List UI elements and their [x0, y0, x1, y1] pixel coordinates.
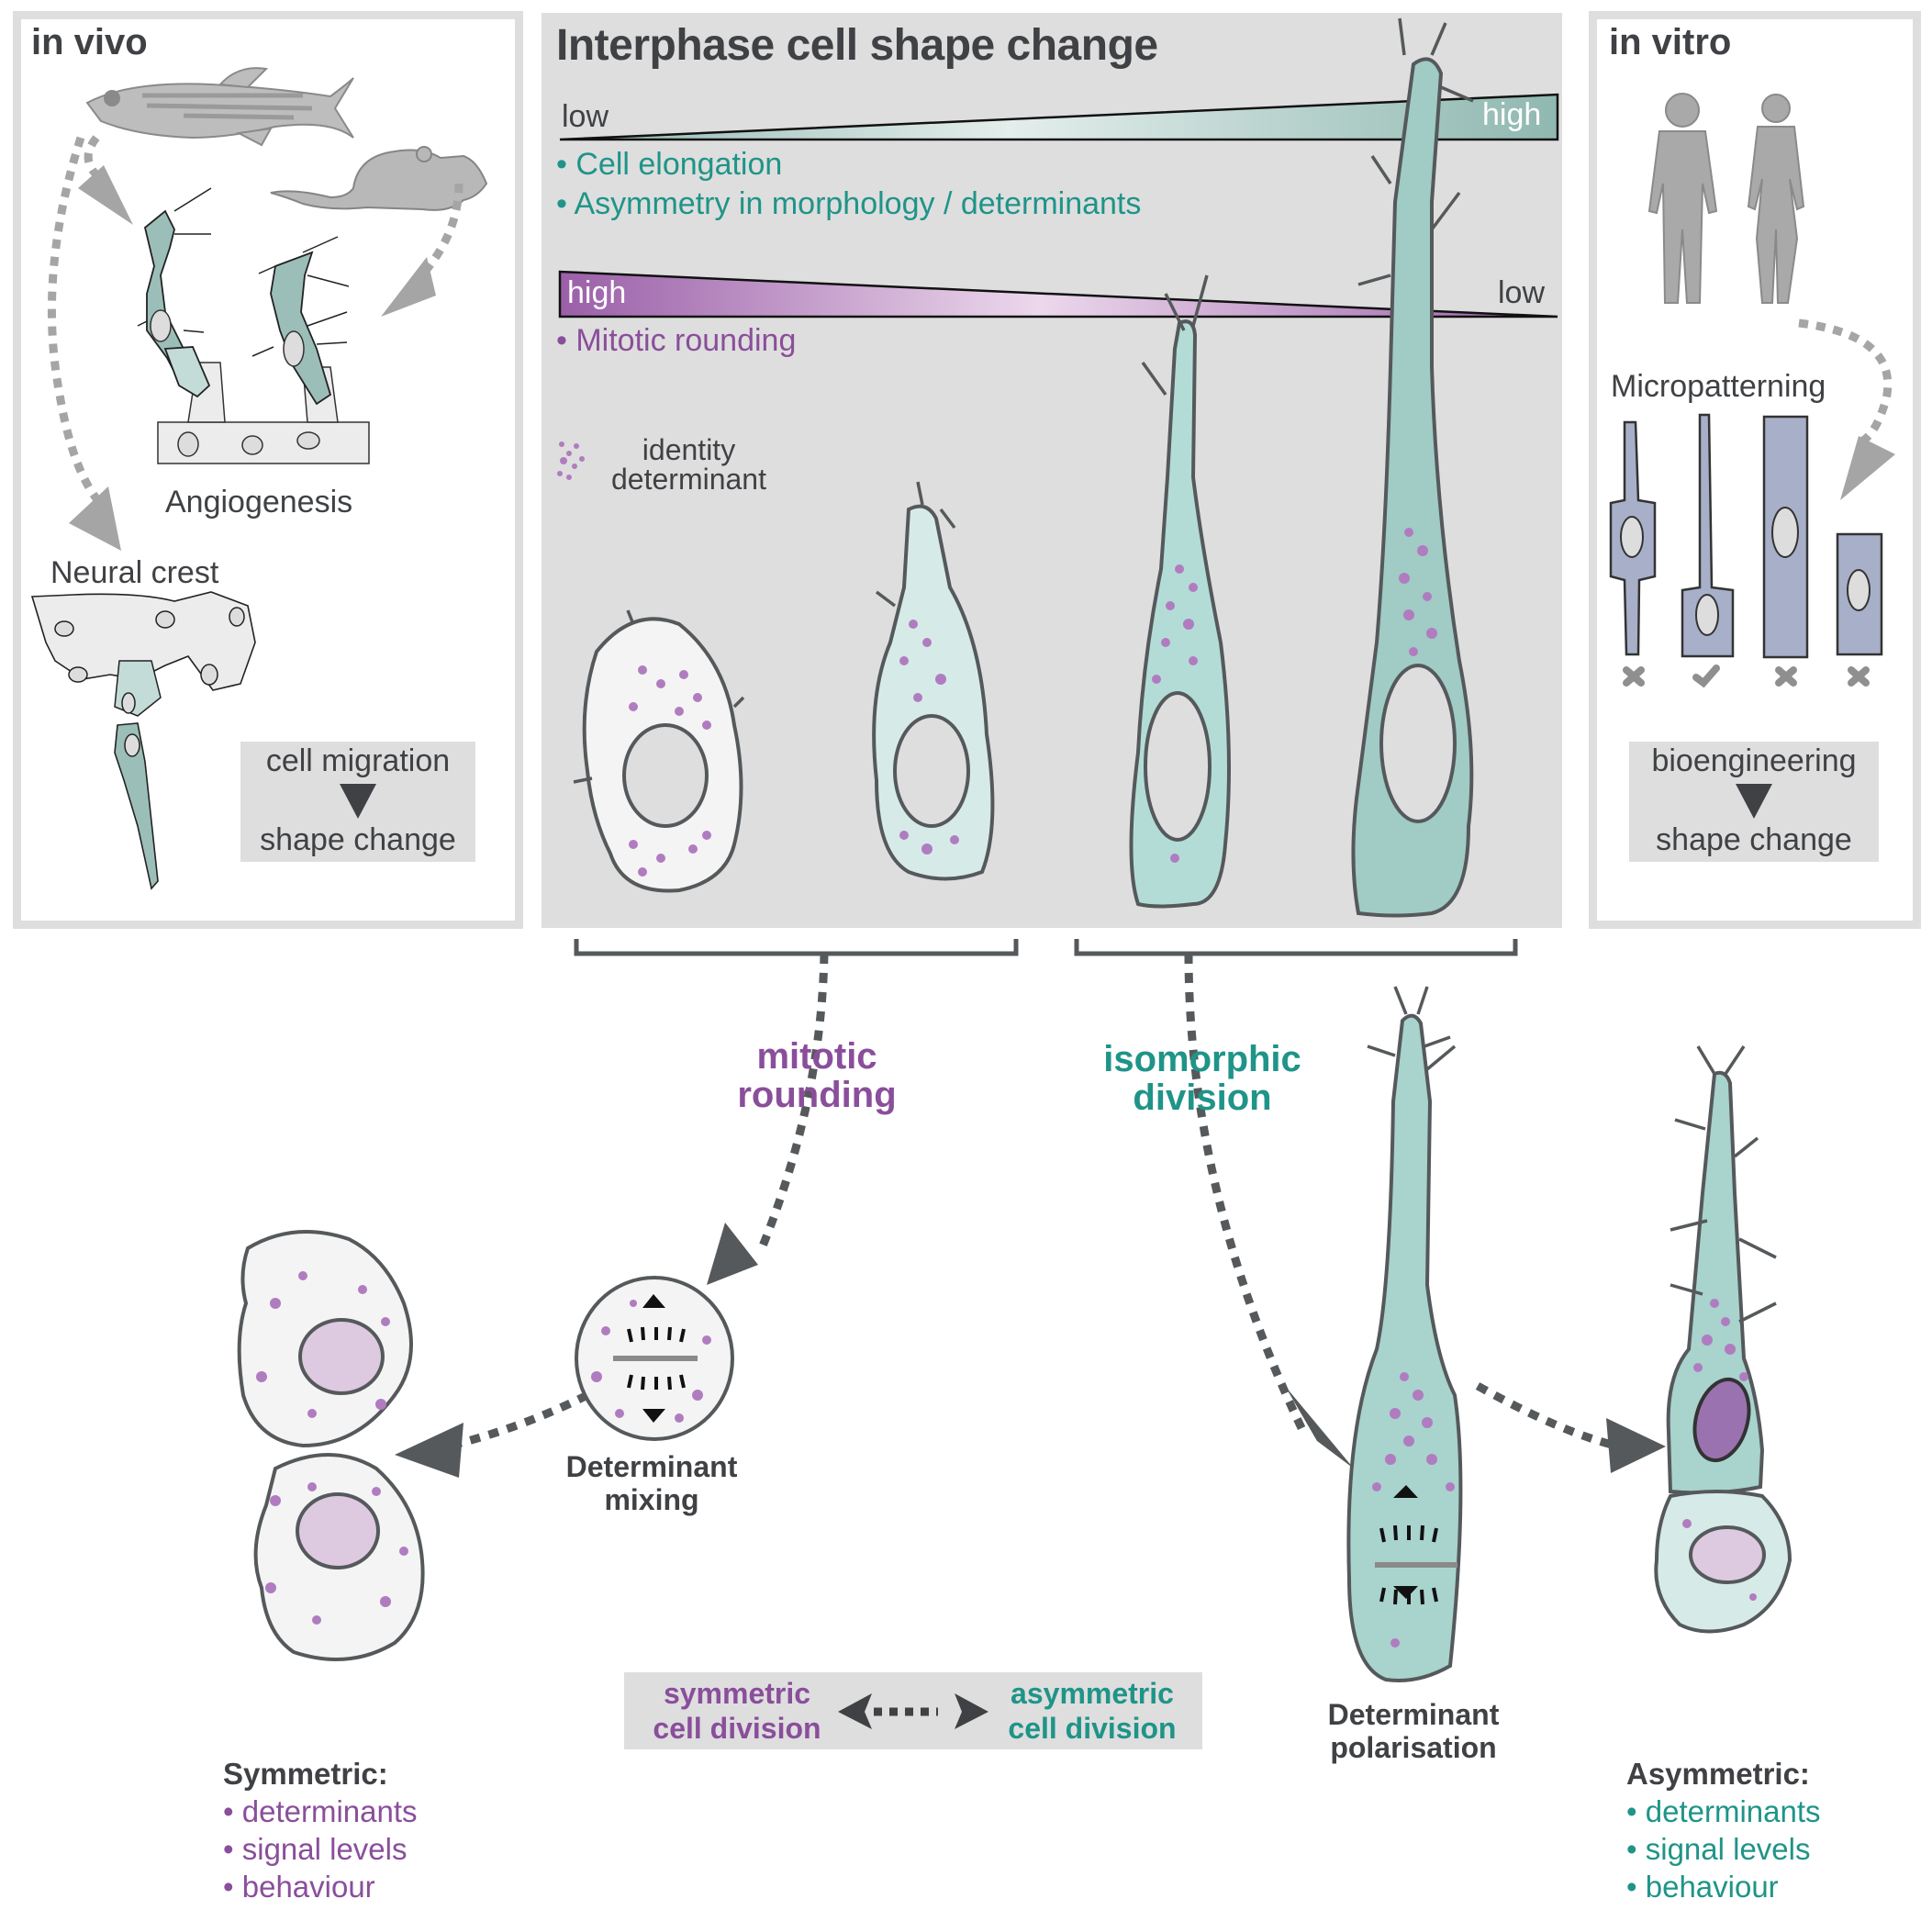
identity-determinant-legend: identity determinant	[611, 433, 766, 496]
interphase-title: Interphase cell shape change	[556, 21, 1158, 70]
double-arrow-icon	[838, 1693, 988, 1729]
asymmetric-outcome: Asymmetric: • determinants • signal leve…	[1626, 1757, 1821, 1904]
division-type-box: symmetric cell division asymmetric cell …	[624, 1672, 1202, 1749]
symmetric-outcome: Symmetric: • determinants • signal level…	[223, 1757, 418, 1904]
arrow-to-isomorphic-division	[1184, 953, 1354, 1469]
cross-icon	[1775, 666, 1797, 687]
cell-elongated	[1129, 319, 1231, 909]
rounding-high-label: high	[567, 275, 627, 310]
arrow-to-asymmetric-daughters	[1475, 1382, 1666, 1473]
symmetric-daughter-cells	[237, 1230, 425, 1661]
arrow-to-mitotic-rounding	[707, 953, 829, 1285]
rounding-gradient-bar	[558, 270, 1558, 318]
shape-change-text: shape change	[1656, 821, 1852, 857]
mitotic-cell	[575, 1276, 734, 1441]
in-vitro-title: in vitro	[1609, 22, 1732, 62]
arrow-humans-to-micropatterns	[1798, 318, 1895, 500]
micropatterning-label: Micropatterning	[1611, 369, 1826, 404]
arrow-fish-to-angiogenesis	[78, 135, 133, 225]
bioengineering-box: bioengineering shape change	[1629, 742, 1879, 863]
mouse-icon	[270, 146, 488, 211]
arrow-to-symmetric-daughters	[395, 1391, 590, 1478]
determinant-mixing-label: Determinant mixing	[565, 1450, 738, 1516]
determinant-polarisation-label: Determinant polarisation	[1327, 1698, 1500, 1764]
bioengineering-text: bioengineering	[1651, 743, 1857, 778]
human-figures-icon	[1647, 93, 1805, 304]
identity-determinant-legend-icon	[557, 441, 585, 480]
mitotic-rounding-label: mitotic rounding	[737, 1036, 897, 1115]
arrow-mouse-to-angiogenesis	[381, 183, 463, 317]
determinant-dots-center	[629, 528, 1437, 877]
rounding-low-label: low	[1498, 275, 1546, 310]
shape-change-text: shape change	[260, 821, 456, 857]
cell-slightly-elongated	[872, 504, 995, 881]
bracket-right	[1074, 939, 1518, 956]
micropattern-shapes	[1609, 413, 1883, 659]
cell-migration-text: cell migration	[265, 743, 451, 778]
in-vivo-title: in vivo	[31, 22, 148, 62]
angiogenesis-illustration	[137, 187, 370, 464]
arrow-fish-to-neural-crest	[47, 136, 121, 551]
down-arrow-icon	[340, 783, 376, 819]
bracket-left	[574, 939, 1019, 956]
angiogenesis-label: Angiogenesis	[165, 485, 353, 519]
elongation-gradient-bar	[559, 93, 1559, 141]
bullet-mitotic-rounding: • Mitotic rounding	[556, 323, 797, 358]
asymmetric-daughter-cells	[1654, 1045, 1792, 1634]
symmetric-division-label: symmetric cell division	[653, 1677, 821, 1745]
neural-crest-illustration	[30, 591, 256, 890]
elongation-high-label: high	[1482, 97, 1542, 132]
cross-icon	[1623, 666, 1645, 687]
cell-round	[582, 617, 743, 893]
cross-icon	[1848, 666, 1870, 687]
neural-crest-label: Neural crest	[50, 555, 219, 590]
check-icon	[1692, 665, 1720, 688]
asymmetric-division-label: asymmetric cell division	[1008, 1677, 1177, 1745]
pattern-outcome-icons	[1623, 665, 1870, 688]
bullet-asymmetry: • Asymmetry in morphology / determinants	[556, 186, 1142, 221]
zebrafish-icon	[85, 67, 354, 147]
filopodia-center	[573, 17, 1474, 784]
cell-migration-box: cell migration shape change	[240, 742, 475, 863]
elongation-bullets: • Cell elongation • Asymmetry in morphol…	[556, 145, 1141, 224]
elongation-low-label: low	[562, 99, 609, 134]
isomorphic-division-label: isomorphic division	[1103, 1039, 1301, 1118]
polarising-cell	[1346, 986, 1463, 1682]
down-arrow-icon	[1736, 783, 1772, 819]
bullet-cell-elongation: • Cell elongation	[556, 147, 783, 182]
cell-highly-elongated	[1351, 57, 1474, 918]
